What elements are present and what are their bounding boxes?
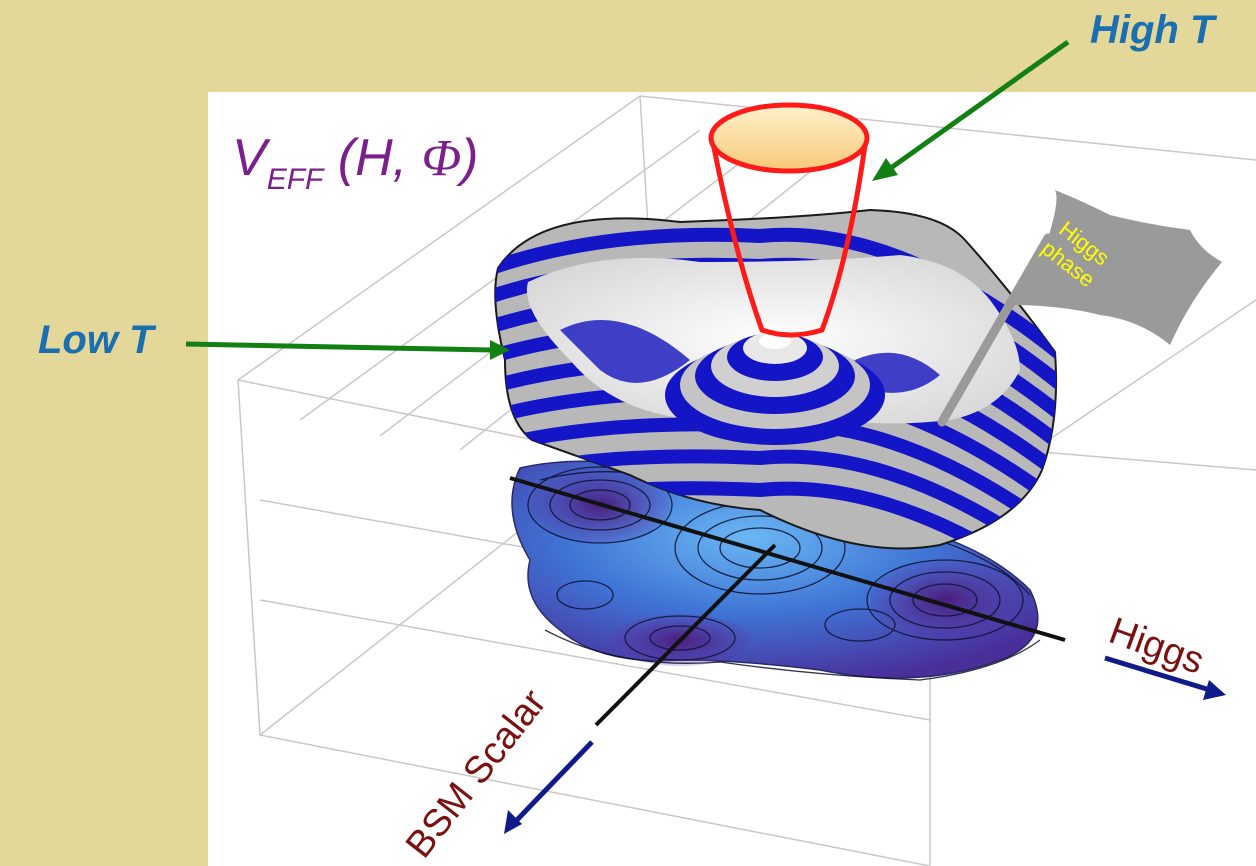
- veff-args-open: (H,: [323, 129, 421, 187]
- veff-args-close: ): [461, 129, 478, 187]
- high-t-label: High T: [1090, 8, 1214, 53]
- veff-subscript: EFF: [267, 163, 324, 196]
- low-t-label: Low T: [38, 318, 154, 363]
- phi-symbol: Φ: [422, 130, 462, 187]
- potential-title: VEFF (H, Φ): [232, 128, 479, 197]
- veff-symbol: V: [232, 129, 267, 187]
